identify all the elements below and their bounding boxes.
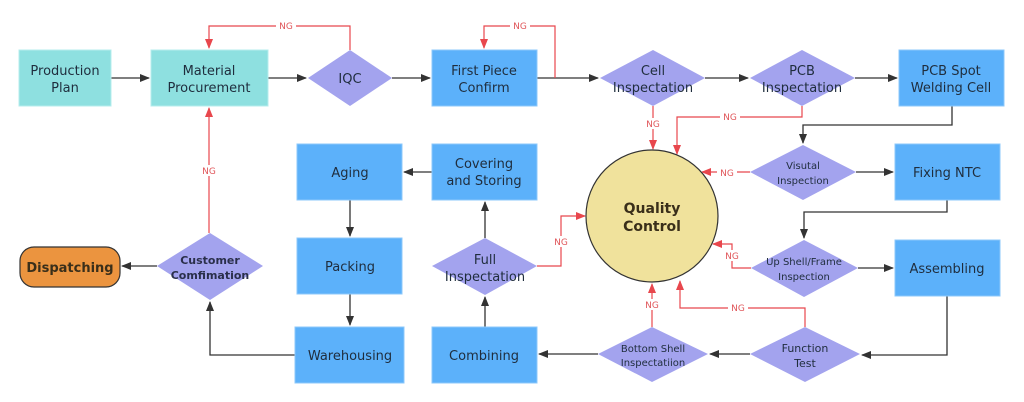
ng-label: NG bbox=[202, 167, 216, 177]
ng-label: NG bbox=[725, 252, 739, 262]
edge-ntc-to-upshell bbox=[800, 200, 948, 239]
node-quality-control[interactable]: Quality Control bbox=[585, 149, 719, 283]
node-label: Assembling bbox=[909, 262, 984, 277]
edge-warehousing-to-customer bbox=[206, 301, 295, 356]
node-label: Plan bbox=[51, 81, 79, 96]
node-label: Inspectation bbox=[613, 81, 693, 96]
node-function-test[interactable]: Function Test bbox=[750, 327, 860, 382]
node-bottom-shell-inspectatiion[interactable]: Bottom Shell Inspectatiion bbox=[598, 327, 708, 382]
node-label: Control bbox=[623, 219, 681, 235]
node-label: PCB Spot bbox=[921, 64, 981, 79]
node-warehousing[interactable]: Warehousing bbox=[294, 326, 405, 384]
node-material-procurement[interactable]: Material Procurement bbox=[150, 49, 269, 107]
node-label: Aging bbox=[331, 166, 368, 181]
node-label: Inspection bbox=[778, 272, 830, 283]
node-covering-and-storing[interactable]: Covering and Storing bbox=[431, 143, 538, 201]
node-label: Material bbox=[183, 64, 236, 79]
node-first-piece-confirm[interactable]: First Piece Confirm bbox=[431, 49, 538, 107]
node-label: Full bbox=[474, 253, 496, 268]
edge-assembling-to-function bbox=[861, 296, 948, 359]
ng-label: NG bbox=[646, 120, 660, 130]
node-label: Combining bbox=[449, 349, 519, 364]
node-label: First Piece bbox=[451, 64, 517, 79]
ng-label: NG bbox=[720, 169, 734, 179]
ng-label: NG bbox=[513, 22, 527, 32]
node-label: Visutal bbox=[786, 161, 820, 172]
node-label: Production bbox=[30, 64, 99, 79]
node-assembling[interactable]: Assembling bbox=[894, 239, 1001, 297]
node-label: Quality bbox=[624, 201, 681, 217]
node-label: Confirm bbox=[458, 81, 509, 96]
node-label: Cell bbox=[641, 64, 665, 79]
node-label: Function bbox=[782, 342, 829, 355]
node-label: Covering bbox=[455, 157, 513, 172]
node-label: Welding Cell bbox=[911, 81, 992, 96]
node-cell-inspectation[interactable]: Cell Inspectation bbox=[600, 50, 705, 106]
node-label: PCB bbox=[789, 64, 815, 79]
node-label: Fixing NTC bbox=[913, 166, 981, 181]
node-label: Inspection bbox=[777, 176, 829, 187]
node-dispatching[interactable]: Dispatching bbox=[19, 246, 121, 288]
node-label: Up Shell/Frame bbox=[766, 257, 842, 268]
node-label: Warehousing bbox=[308, 349, 392, 364]
node-pcb-inspectation[interactable]: PCB Inspectation bbox=[750, 50, 855, 106]
node-fixing-ntc[interactable]: Fixing NTC bbox=[894, 143, 1001, 201]
node-label: Dispatching bbox=[26, 261, 113, 276]
ng-label: NG bbox=[731, 304, 745, 314]
ng-label: NG bbox=[723, 113, 737, 123]
ng-label: NG bbox=[645, 301, 659, 311]
node-label: IQC bbox=[338, 72, 361, 87]
ng-label: NG bbox=[279, 22, 293, 32]
node-full-inspectation[interactable]: Full Inspectation bbox=[432, 238, 537, 295]
node-label: Packing bbox=[325, 260, 375, 275]
node-up-shell-frame-inspection[interactable]: Up Shell/Frame Inspection bbox=[751, 240, 858, 297]
node-label: Test bbox=[793, 357, 816, 370]
ng-label: NG bbox=[554, 238, 568, 248]
node-combining[interactable]: Combining bbox=[431, 326, 538, 384]
node-label: Bottom Shell bbox=[621, 344, 685, 355]
node-aging[interactable]: Aging bbox=[296, 143, 403, 201]
node-label: Customer bbox=[180, 254, 240, 267]
node-iqc[interactable]: IQC bbox=[308, 50, 392, 106]
node-visutal-inspection[interactable]: Visutal Inspection bbox=[750, 145, 856, 200]
node-production-plan[interactable]: Production Plan bbox=[18, 49, 112, 107]
node-label: Inspectation bbox=[445, 270, 525, 285]
node-label: Procurement bbox=[167, 81, 250, 96]
node-label: Comfimation bbox=[171, 269, 250, 282]
edge-welding-to-visual bbox=[799, 106, 953, 144]
node-label: Inspectatiion bbox=[621, 358, 685, 369]
node-pcb-spot-welding-cell[interactable]: PCB Spot Welding Cell bbox=[898, 49, 1005, 107]
node-packing[interactable]: Packing bbox=[296, 237, 403, 295]
node-label: and Storing bbox=[446, 174, 521, 189]
node-customer-confimation[interactable]: Customer Comfimation bbox=[157, 233, 263, 300]
node-label: Inspectation bbox=[762, 81, 842, 96]
